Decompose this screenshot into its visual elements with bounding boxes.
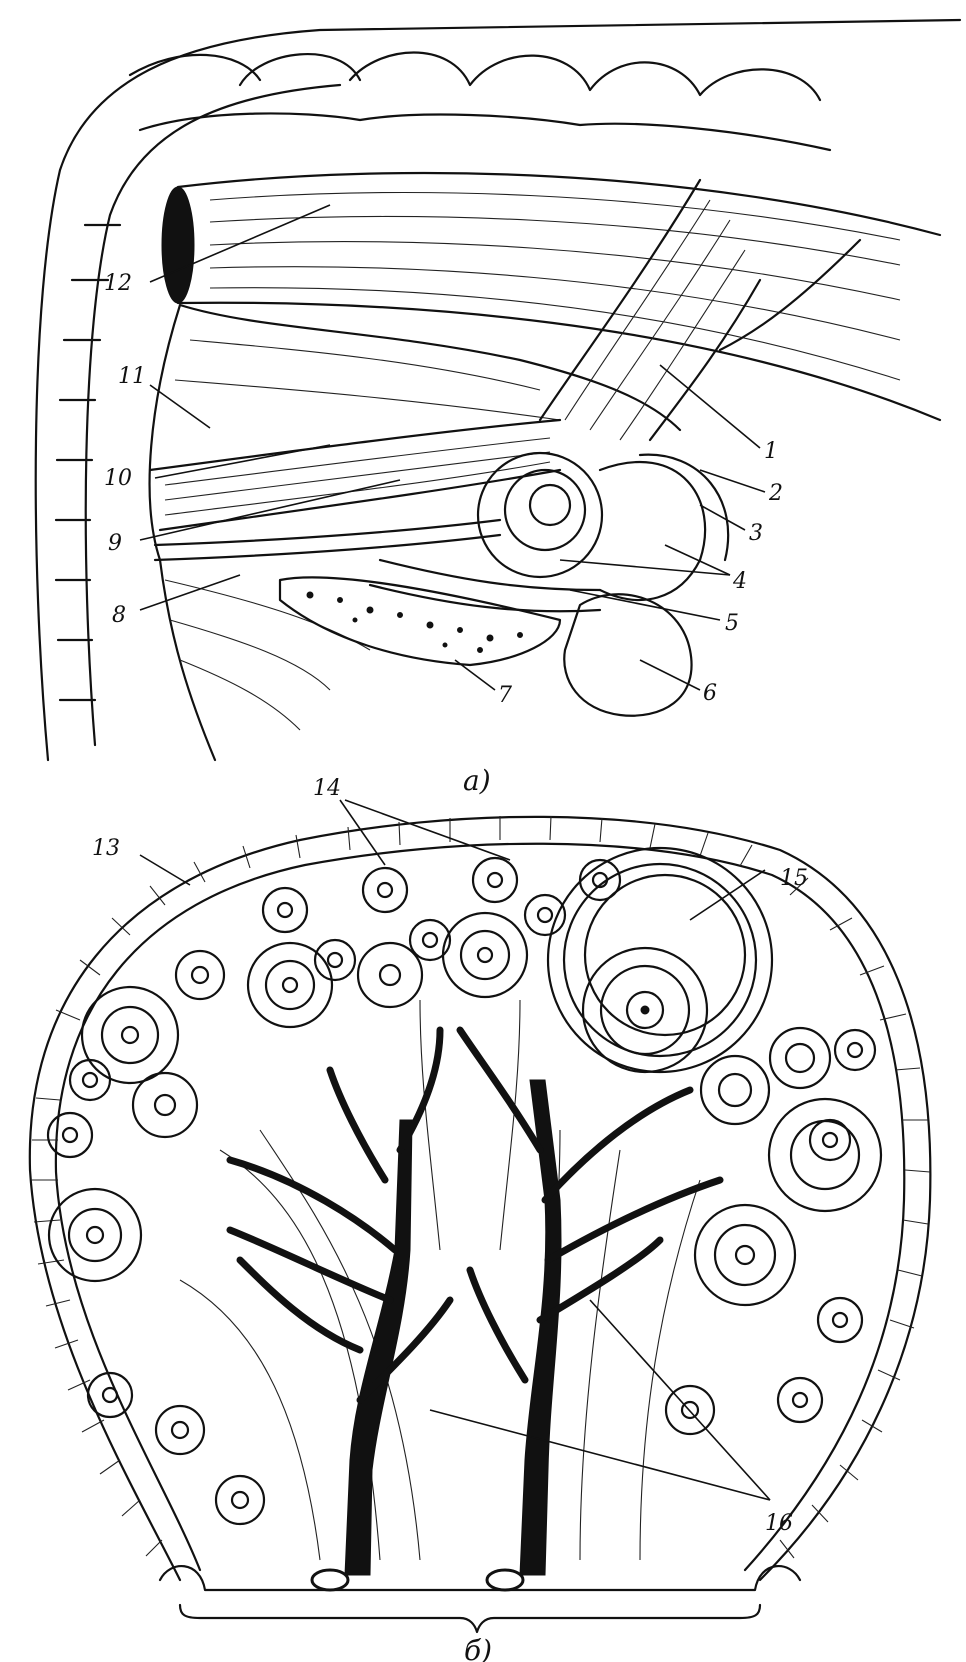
vessel-right <box>490 1079 562 1576</box>
label-2: 2 <box>768 481 783 506</box>
label-11: 11 <box>118 364 146 389</box>
epithelium-inner <box>54 842 906 1572</box>
label-10: 10 <box>104 466 132 491</box>
label-8: 8 <box>112 603 126 628</box>
vessel-left <box>315 1119 413 1576</box>
label-5: 5 <box>725 611 739 636</box>
label-12: 12 <box>104 271 132 296</box>
label-7: 7 <box>498 683 512 708</box>
tube-5 <box>378 558 602 592</box>
labels-a: 12 11 10 9 8 7 6 5 4 3 2 1 <box>104 271 783 708</box>
ligament-1 <box>538 178 862 442</box>
vertebral-column <box>54 51 832 702</box>
vessel-trees <box>226 1026 724 1592</box>
leader-lines-a <box>139 204 766 691</box>
follicles-growing <box>47 911 883 1307</box>
label-4: 4 <box>732 569 747 594</box>
caption-b: б) <box>464 1634 492 1662</box>
label-13: 13 <box>92 836 120 861</box>
band-9 <box>153 518 502 547</box>
large-tube <box>161 171 942 422</box>
organ-mass-hatching <box>164 339 561 731</box>
body-wall-outline <box>34 18 962 762</box>
speckled-body-7 <box>278 576 562 667</box>
panel-b: 13 14 15 16 б) <box>28 776 932 1662</box>
label-9: 9 <box>108 531 122 556</box>
brace <box>178 1603 762 1634</box>
hilum-base <box>158 1565 802 1592</box>
tube-5-lower <box>368 583 602 613</box>
caption-a: a) <box>463 764 491 797</box>
section-outline <box>28 815 932 1582</box>
epithelium-cells <box>31 815 931 1559</box>
panel-a: 12 11 10 9 8 7 6 5 4 3 2 1 a) <box>34 18 962 797</box>
label-15: 15 <box>780 866 808 891</box>
body-wall-inner <box>84 83 342 747</box>
sac-6 <box>563 593 693 717</box>
mature-follicle <box>546 846 774 1074</box>
follicles-primordial <box>46 856 877 1526</box>
label-14: 14 <box>313 776 341 801</box>
coiled-tube <box>476 451 730 602</box>
band-9-lower <box>153 533 502 562</box>
label-16: 16 <box>765 1511 793 1536</box>
label-3: 3 <box>749 521 763 546</box>
label-6: 6 <box>703 681 717 706</box>
tube-10 <box>148 418 562 532</box>
label-1: 1 <box>764 439 778 464</box>
labels-b: 13 14 15 16 <box>92 776 808 1536</box>
leader-lines-b <box>139 799 771 1501</box>
